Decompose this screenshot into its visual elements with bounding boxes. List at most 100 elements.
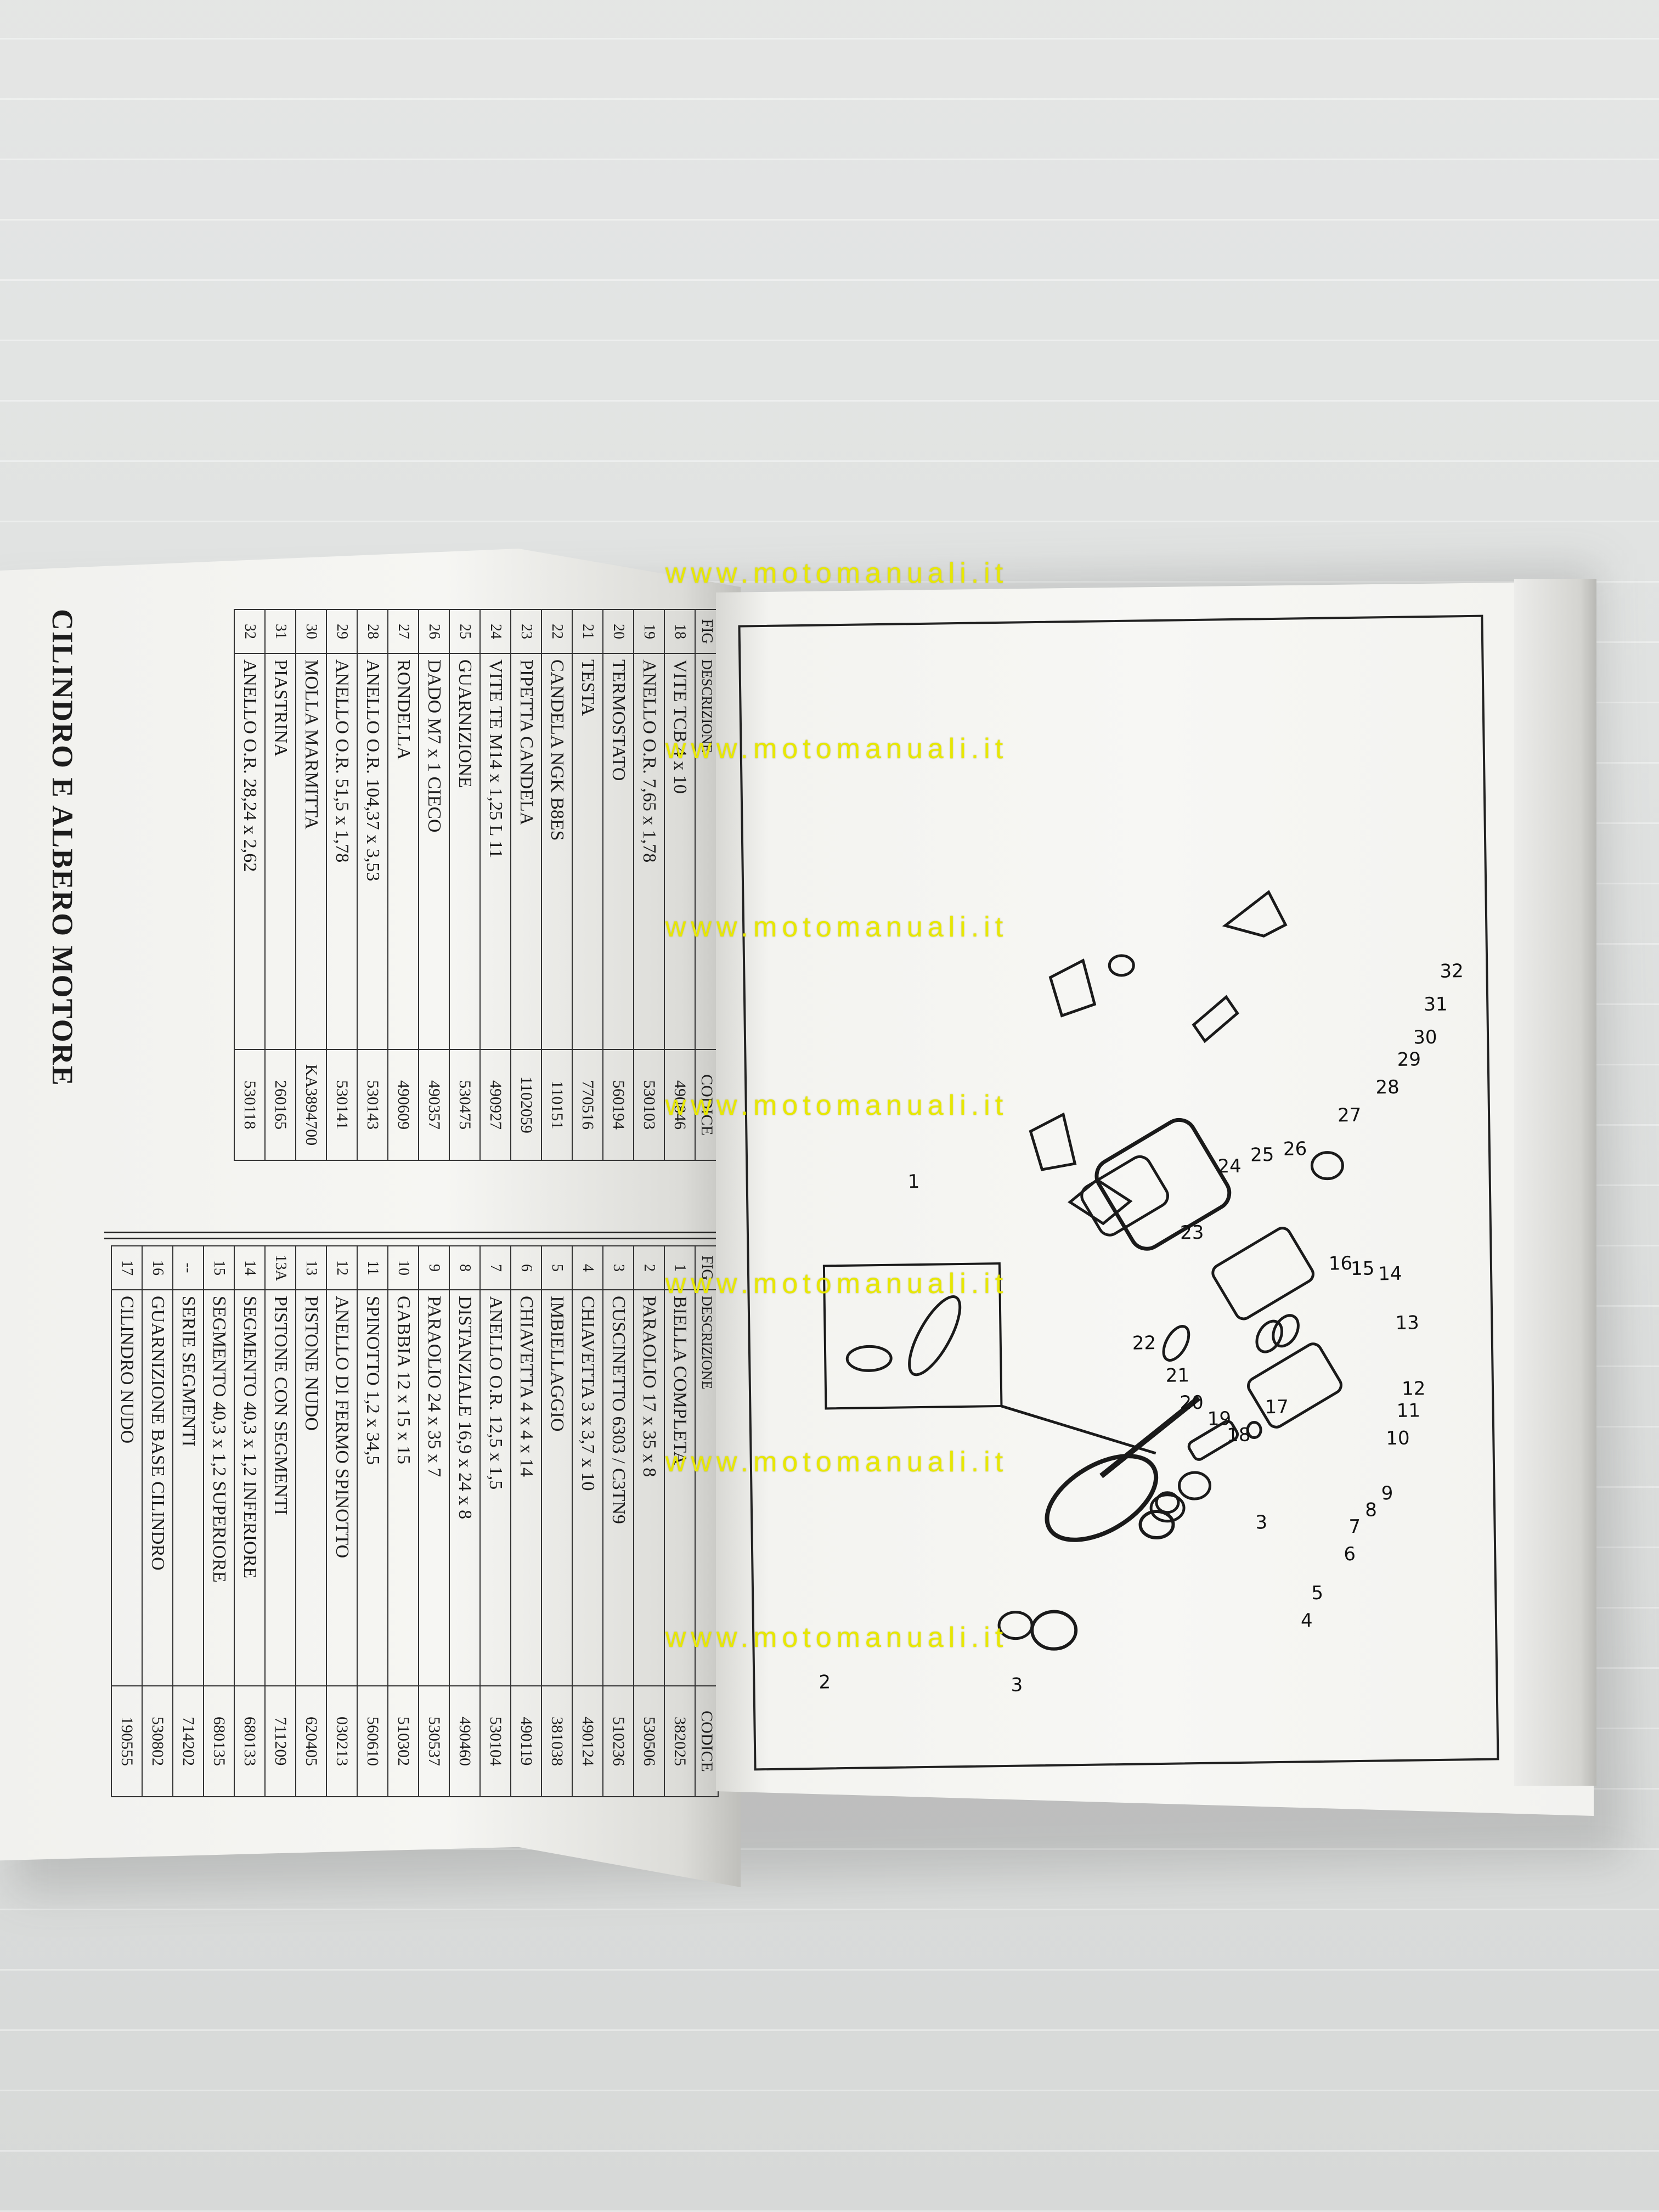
watermark: www.motomanuali.it [665,1268,1008,1300]
part-fig: 16 [142,1246,173,1290]
watermark: www.motomanuali.it [665,1090,1008,1121]
callout-31: 31 [1424,994,1448,1016]
part-description: CHIAVETTA 3 x 3,7 x 10 [572,1290,603,1686]
part-code: 190555 [111,1686,142,1797]
part-fig: -- [173,1246,204,1290]
part-description: SEGMENTO 40,3 x 1,2 INFERIORE [234,1290,265,1686]
header-codice: CODICE [695,1686,718,1797]
part-code: 530802 [142,1686,173,1797]
part-code: 1102059 [511,1049,541,1160]
part-code: 110151 [541,1049,572,1160]
part-description: DISTANZIALE 16,9 x 24 x 8 [449,1290,480,1686]
part-description: CHIAVETTA 4 x 4 x 14 [511,1290,541,1686]
right-page [716,582,1594,1816]
part-code: 770516 [572,1049,603,1160]
part-code: 530143 [357,1049,388,1160]
part-code: 530475 [449,1049,480,1160]
part-fig: 28 [357,610,388,653]
part-fig: 7 [480,1246,511,1290]
part-fig: 5 [541,1246,572,1290]
part-fig: 12 [326,1246,357,1290]
callout-19: 19 [1207,1408,1232,1430]
part-code: 530141 [326,1049,357,1160]
part-code: 530118 [234,1049,265,1160]
part-fig: 23 [511,610,541,653]
part-description: SEGMENTO 40,3 x 1,2 SUPERIORE [204,1290,234,1686]
part-fig: 21 [572,610,603,653]
part-description: PISTONE NUDO [296,1290,326,1686]
callout-20: 20 [1180,1392,1204,1414]
callout-29: 29 [1397,1048,1421,1071]
part-code: 382025 [664,1686,695,1797]
part-code: 560610 [357,1686,388,1797]
part-code: 510236 [603,1686,634,1797]
part-description: CILINDRO NUDO [111,1290,142,1686]
part-description: GABBIA 12 x 15 x 15 [388,1290,419,1686]
table-divider [104,1232,724,1239]
part-fig: 22 [541,610,572,653]
part-code: 490460 [449,1686,480,1797]
callout-17: 17 [1265,1396,1289,1419]
part-fig: 15 [204,1246,234,1290]
header-fig: FIG [695,610,718,653]
page-edge [1514,579,1596,1786]
callout-12: 12 [1402,1378,1426,1400]
callout-24: 24 [1217,1155,1242,1178]
part-fig: 30 [296,610,326,653]
part-code: 530104 [480,1686,511,1797]
part-description: PIPETTA CANDELA [511,653,541,1049]
part-code: 030213 [326,1686,357,1797]
callout-30: 30 [1413,1026,1437,1049]
part-fig: 17 [111,1246,142,1290]
part-code: 510302 [388,1686,419,1797]
callout-15: 15 [1351,1257,1375,1280]
part-description: ANELLO O.R. 12,5 x 1,5 [480,1290,511,1686]
callout-26: 26 [1283,1138,1307,1160]
callout-4: 4 [1301,1610,1313,1632]
part-fig: 11 [357,1246,388,1290]
header-descrizione: DESCRIZIONE [695,653,718,1049]
left-page [0,549,741,1887]
part-fig: 32 [234,610,265,653]
part-code: 490609 [388,1049,419,1160]
exploded-diagram: 1 2 3 3 4 5 6 7 8 9 10 11 12 13 14 15 16… [819,890,1464,1696]
callout-6: 6 [1344,1543,1356,1565]
part-code: 490927 [480,1049,511,1160]
part-description: GUARNIZIONE [449,653,480,1049]
part-fig: 31 [265,610,296,653]
part-fig: 25 [449,610,480,653]
part-description: VITE TE M14 x 1,25 L 11 [480,653,511,1049]
callout-27: 27 [1338,1104,1362,1127]
part-description: CANDELA NGK B8ES [541,653,572,1049]
callout-16: 16 [1329,1252,1353,1275]
part-description: ANELLO DI FERMO SPINOTTO [326,1290,357,1686]
part-code: 680135 [204,1686,234,1797]
part-description: SPINOTTO 1,2 x 34,5 [357,1290,388,1686]
callout-11: 11 [1396,1400,1420,1422]
part-description: TERMOSTATO [603,653,634,1049]
part-description: PIASTRINA [265,653,296,1049]
